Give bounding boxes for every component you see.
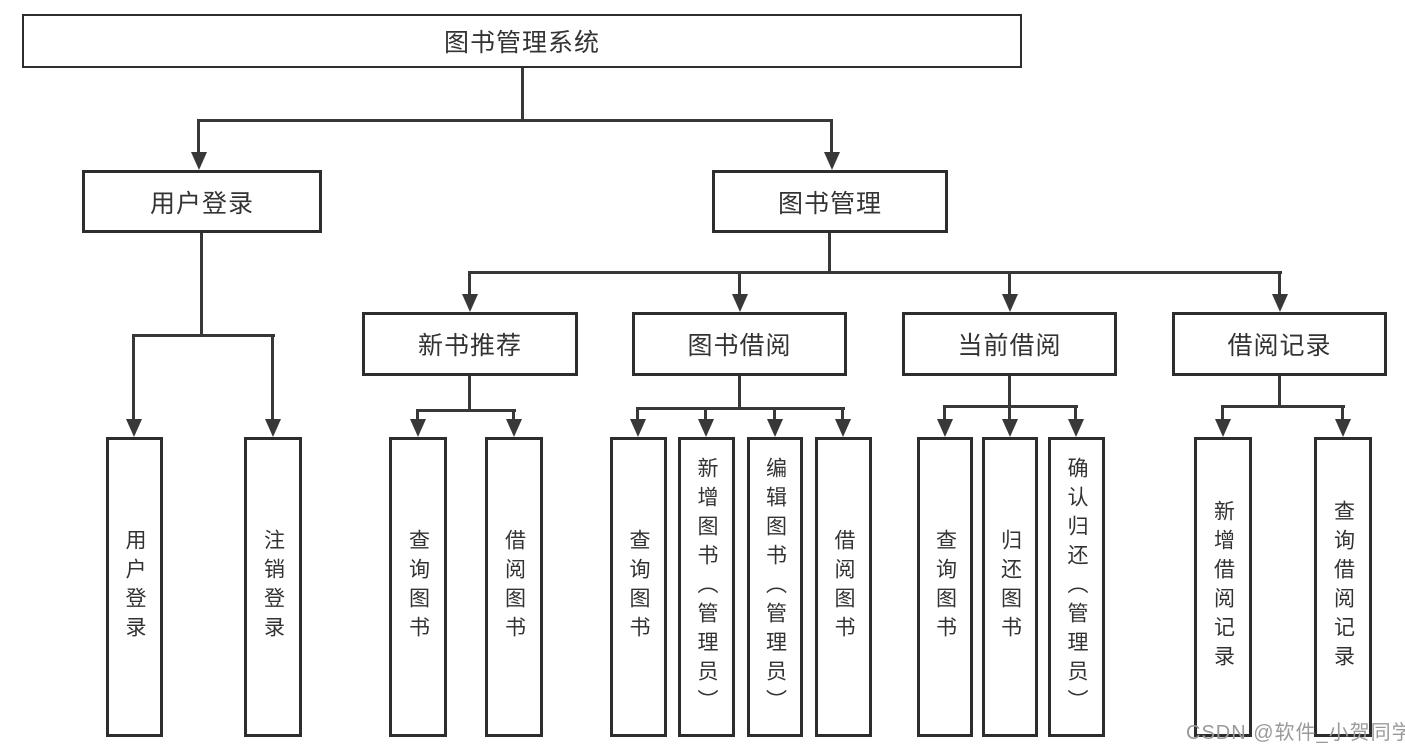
line [197,119,200,156]
line [200,233,203,337]
node-label: 当前借阅 [957,332,1062,360]
line [416,409,516,412]
line [1221,405,1224,423]
arrowhead-down [265,419,281,437]
node-borrow-books-recommend: 借阅图书 [485,437,543,737]
arrowhead-down [462,294,478,312]
line [830,119,833,156]
line [636,407,845,410]
line [468,271,1282,274]
arrowhead-down [126,419,142,437]
arrowhead-down [1068,419,1084,437]
arrowhead-down [630,419,646,437]
node-user-login-action: 用户登录 [106,437,163,737]
node-current-borrowing: 当前借阅 [902,312,1117,376]
node-logout-action: 注销登录 [244,437,302,737]
line [943,405,946,423]
line [841,407,844,423]
node-query-books-borrowing: 查询图书 [610,437,667,737]
node-user-login: 用户登录 [82,170,322,233]
node-label: 新增图书（管理员） [695,456,718,718]
line [521,68,524,121]
line [636,407,639,423]
node-library-management-system: 图书管理系统 [22,14,1022,68]
node-confirm-return-admin: 确认归还（管理员） [1048,437,1105,737]
arrowhead-down [937,419,953,437]
node-borrowing-records: 借阅记录 [1172,312,1387,376]
line [468,376,471,412]
node-label: 新增借阅记录 [1211,500,1235,674]
node-label: 确认归还（管理员） [1065,456,1088,718]
arrowhead-down [506,419,522,437]
line [197,119,833,122]
node-label: 图书借阅 [687,332,792,360]
node-borrow-books-borrowing: 借阅图书 [815,437,872,737]
node-label: 归还图书 [998,529,1022,645]
node-label: 借阅图书 [832,529,855,645]
node-edit-books-admin: 编辑图书（管理员） [747,437,803,737]
line [1278,376,1281,408]
node-label: 图书管理系统 [443,29,600,57]
arrowhead-down [1272,294,1288,312]
arrowhead-down [1002,294,1018,312]
node-book-management: 图书管理 [712,170,948,233]
node-query-books-recommend: 查询图书 [389,437,447,737]
node-new-book-recommendation: 新书推荐 [362,312,578,376]
line [828,233,831,274]
line [1278,271,1281,296]
arrowhead-down [824,152,840,170]
line [738,271,741,296]
node-label: 查询图书 [933,529,957,645]
line [1074,405,1077,423]
node-label: 查询图书 [627,529,650,645]
node-book-borrowing: 图书借阅 [632,312,847,376]
node-label: 注销登录 [261,529,285,645]
arrowhead-down [835,419,851,437]
watermark: CSDN @软件_小贺同学 [1186,722,1405,744]
node-label: 用户登录 [123,529,146,645]
line [1008,271,1011,296]
line [1008,405,1011,423]
node-add-books-admin: 新增图书（管理员） [678,437,735,737]
node-query-books-current: 查询图书 [917,437,973,737]
line [512,409,515,423]
node-label: 图书管理 [777,189,882,218]
arrowhead-down [698,419,714,437]
arrowhead-down [1335,419,1351,437]
node-label: 查询借阅记录 [1331,500,1355,674]
line [132,334,275,337]
arrowhead-down [732,294,748,312]
arrowhead-down [410,419,426,437]
line [773,407,776,423]
arrowhead-down [767,419,783,437]
line [1008,376,1011,408]
node-label: 用户登录 [149,189,254,218]
node-return-books: 归还图书 [982,437,1038,737]
arrowhead-down [1215,419,1231,437]
node-add-borrow-record: 新增借阅记录 [1194,437,1252,737]
node-label: 查询图书 [406,529,430,645]
node-label: 新书推荐 [417,332,522,360]
arrowhead-down [191,152,207,170]
line [738,376,741,410]
node-label: 编辑图书（管理员） [763,456,787,718]
node-label: 借阅记录 [1227,332,1332,360]
line [704,407,707,423]
line [416,409,419,423]
arrowhead-down [1002,419,1018,437]
line [132,334,135,425]
line [468,271,471,296]
node-label: 借阅图书 [502,529,526,645]
line [1341,405,1344,423]
node-query-borrow-record: 查询借阅记录 [1314,437,1372,737]
line [271,334,274,425]
line [1221,405,1345,408]
